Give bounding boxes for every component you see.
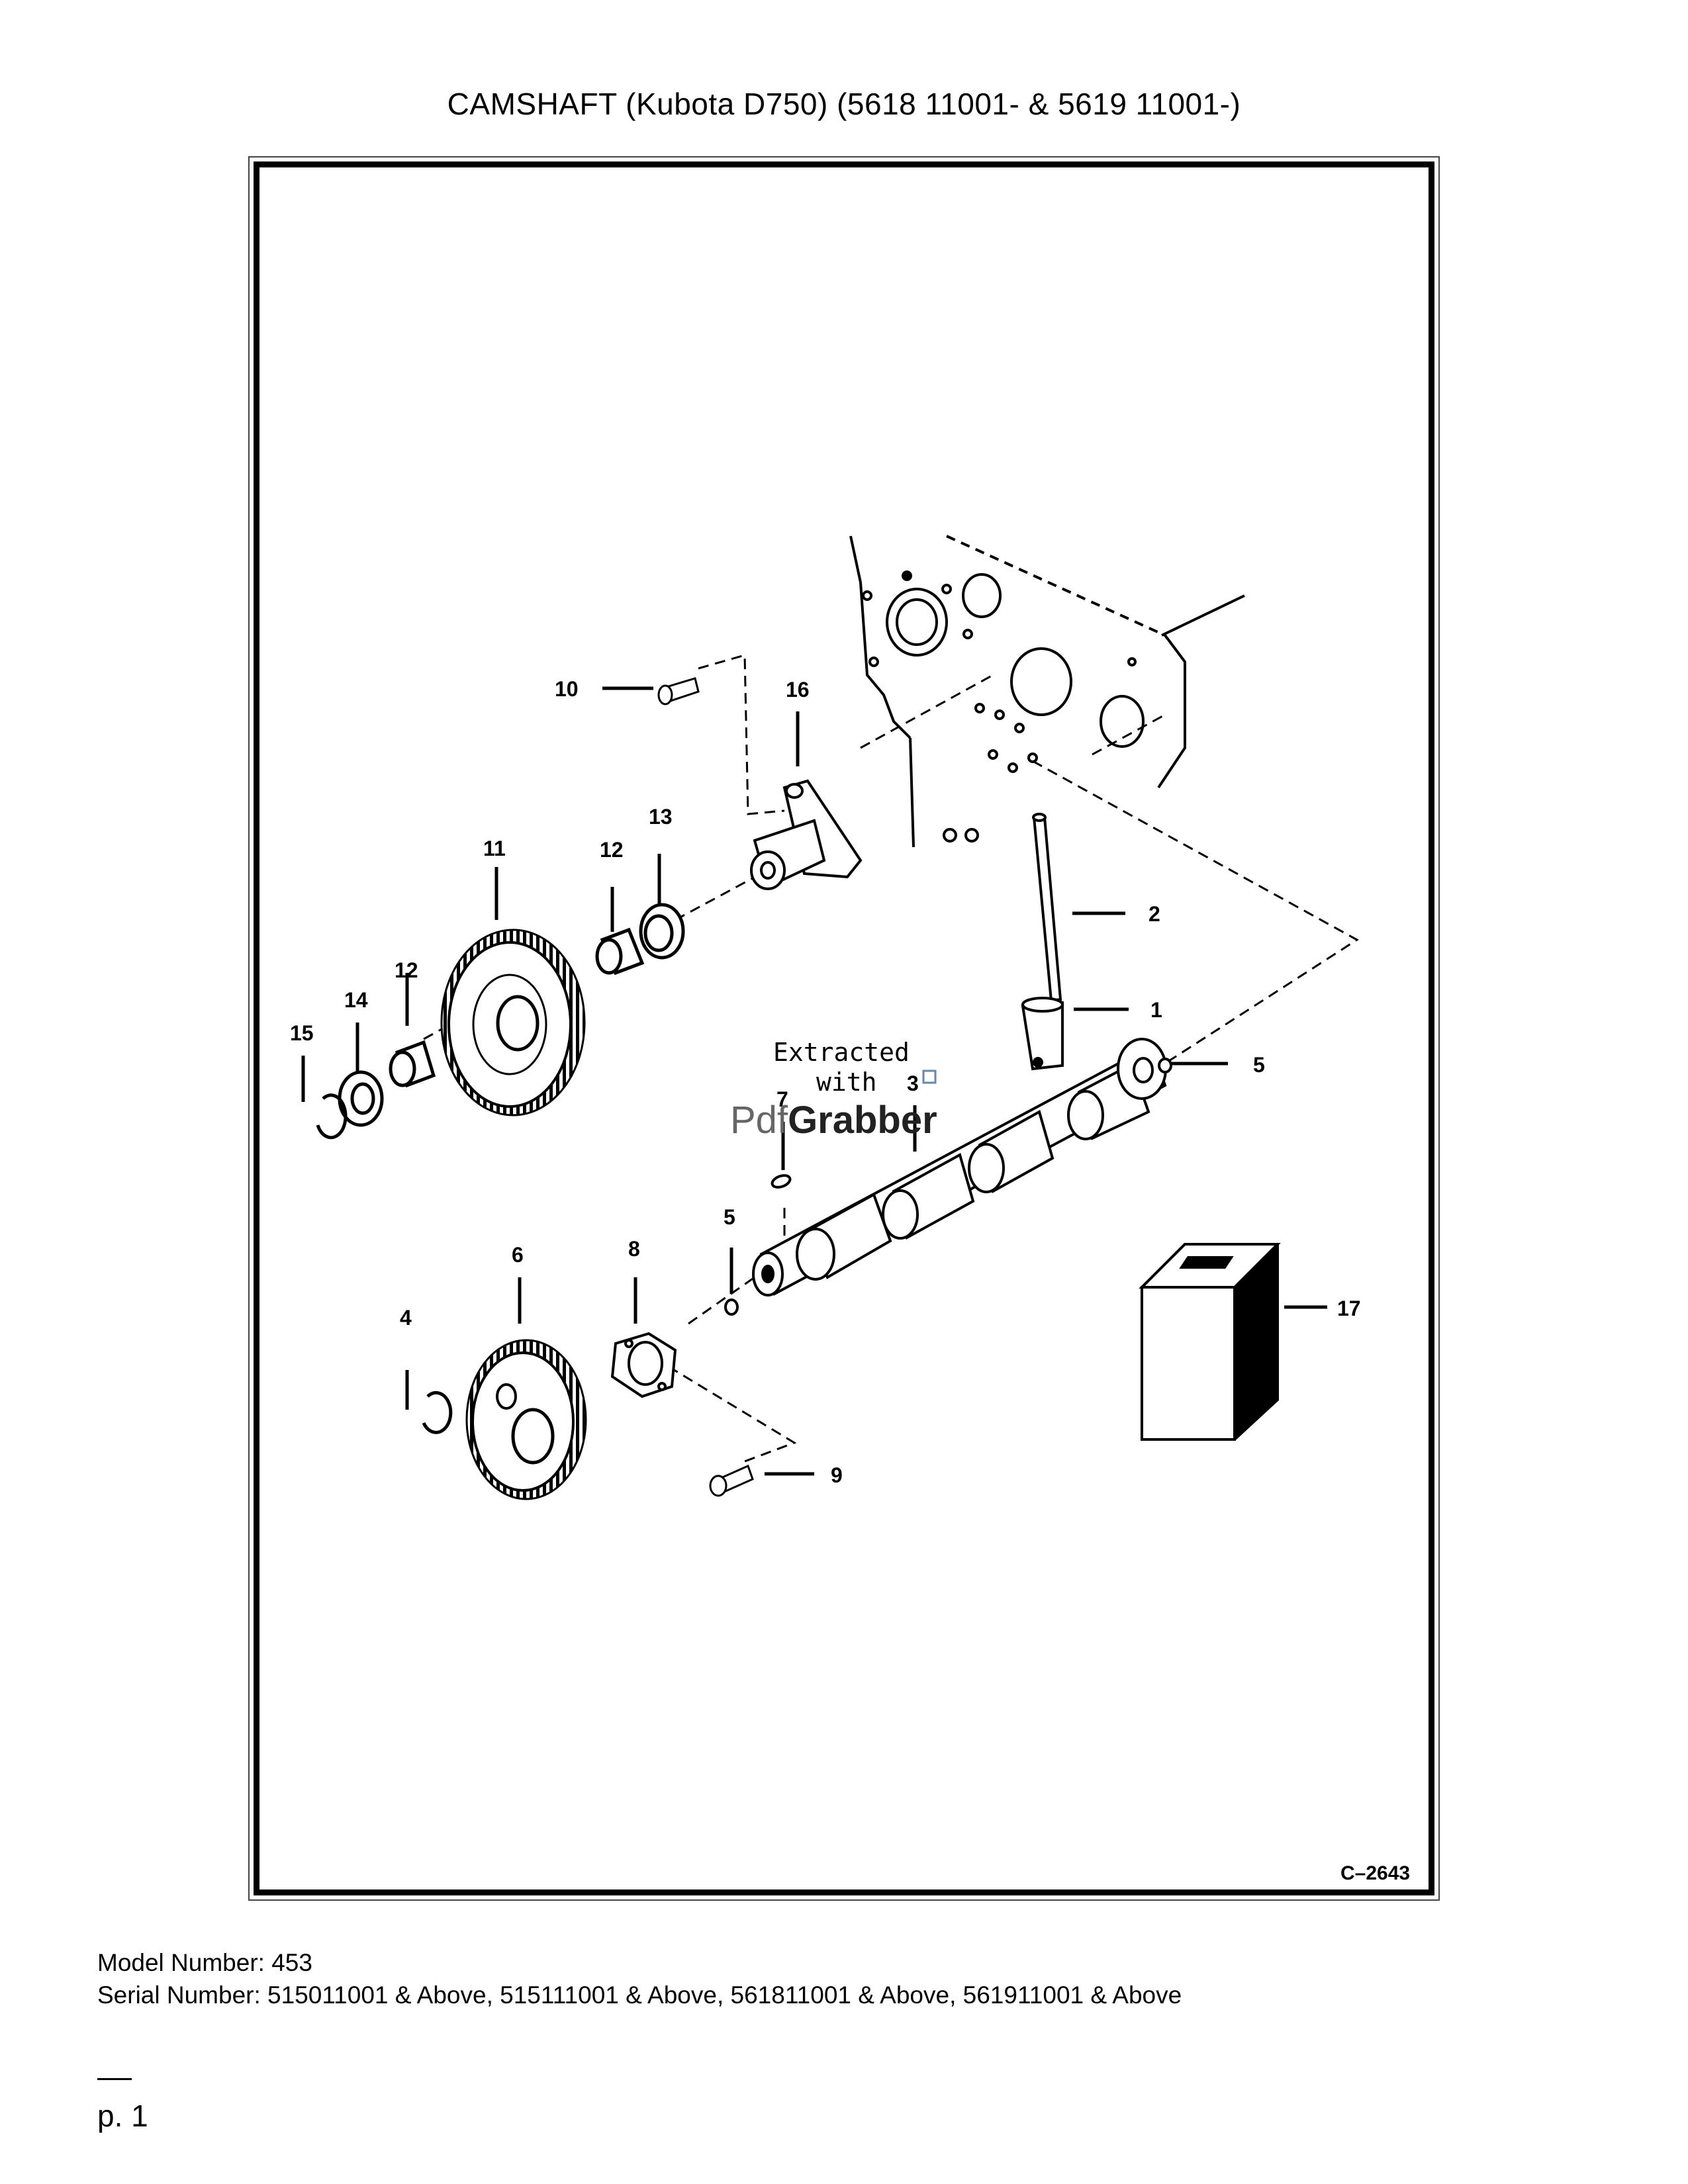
serial-number: Serial Number: 515011001 & Above, 515111… (97, 1981, 1182, 2009)
thrust-plate-8 (610, 1332, 677, 1398)
bushing-12-lower (389, 1040, 436, 1088)
bolt-10 (657, 677, 700, 705)
callout-10: 10 (555, 677, 579, 701)
idler-shaft-16 (750, 779, 863, 890)
callout-11: 11 (483, 837, 506, 860)
camshaft-3 (752, 1038, 1167, 1297)
callout-17: 17 (1337, 1297, 1361, 1320)
push-rod-2 (1032, 813, 1062, 1003)
tappet-1 (1021, 997, 1064, 1071)
snap-ring-4 (422, 1390, 453, 1434)
plug-5-lower (724, 1298, 739, 1316)
gear-case-plate (849, 535, 1245, 848)
callout-13: 13 (649, 805, 673, 829)
footer-rule (97, 2078, 132, 2080)
callout-2: 2 (1149, 902, 1160, 926)
callout-5-left: 5 (724, 1205, 735, 1229)
callout-7: 7 (776, 1087, 788, 1111)
idle-gear-11 (440, 929, 586, 1116)
thrust-washer-13 (639, 903, 685, 960)
callout-12-upper: 12 (600, 838, 624, 862)
callout-5-right: 5 (1253, 1053, 1265, 1077)
callout-6: 6 (512, 1243, 524, 1267)
page-number: p. 1 (97, 2099, 148, 2133)
watermark-brand: PdfGrabber (730, 1099, 937, 1142)
watermark-extracted: Extracted (773, 1038, 910, 1067)
callout-labels: 1 2 3 4 5 5 6 7 8 9 10 11 12 12 13 14 15… (290, 677, 1361, 1487)
watermark-with: with (816, 1068, 877, 1097)
pdfgrabber-watermark: Extracted with PdfGrabber (730, 1038, 937, 1142)
callout-1: 1 (1150, 998, 1162, 1022)
callout-12-lower: 12 (395, 958, 418, 982)
callout-3: 3 (907, 1071, 919, 1095)
snap-ring-15 (316, 1093, 348, 1140)
key-7 (771, 1174, 792, 1189)
washer-14 (338, 1070, 384, 1127)
watermark-icon (922, 1069, 937, 1084)
gasket-kit-17 (1139, 1243, 1281, 1441)
bolt-9 (709, 1464, 754, 1497)
callout-8: 8 (628, 1237, 640, 1261)
callout-4: 4 (400, 1306, 412, 1330)
figure-frame (254, 161, 1434, 1895)
callout-16: 16 (786, 678, 810, 702)
plug-5-upper (1158, 1058, 1172, 1073)
callout-9: 9 (831, 1463, 843, 1487)
figure-code: C–2643 (1340, 1862, 1410, 1884)
model-number: Model Number: 453 (97, 1949, 312, 1976)
callout-15: 15 (290, 1021, 314, 1045)
cam-gear-6 (465, 1339, 587, 1500)
page-title: CAMSHAFT (Kubota D750) (5618 11001- & 56… (447, 87, 1241, 121)
bushing-12-upper (595, 927, 645, 976)
figure-frame-outer (248, 156, 1440, 1901)
callout-leaders (301, 686, 1327, 1476)
callout-14: 14 (344, 988, 368, 1012)
